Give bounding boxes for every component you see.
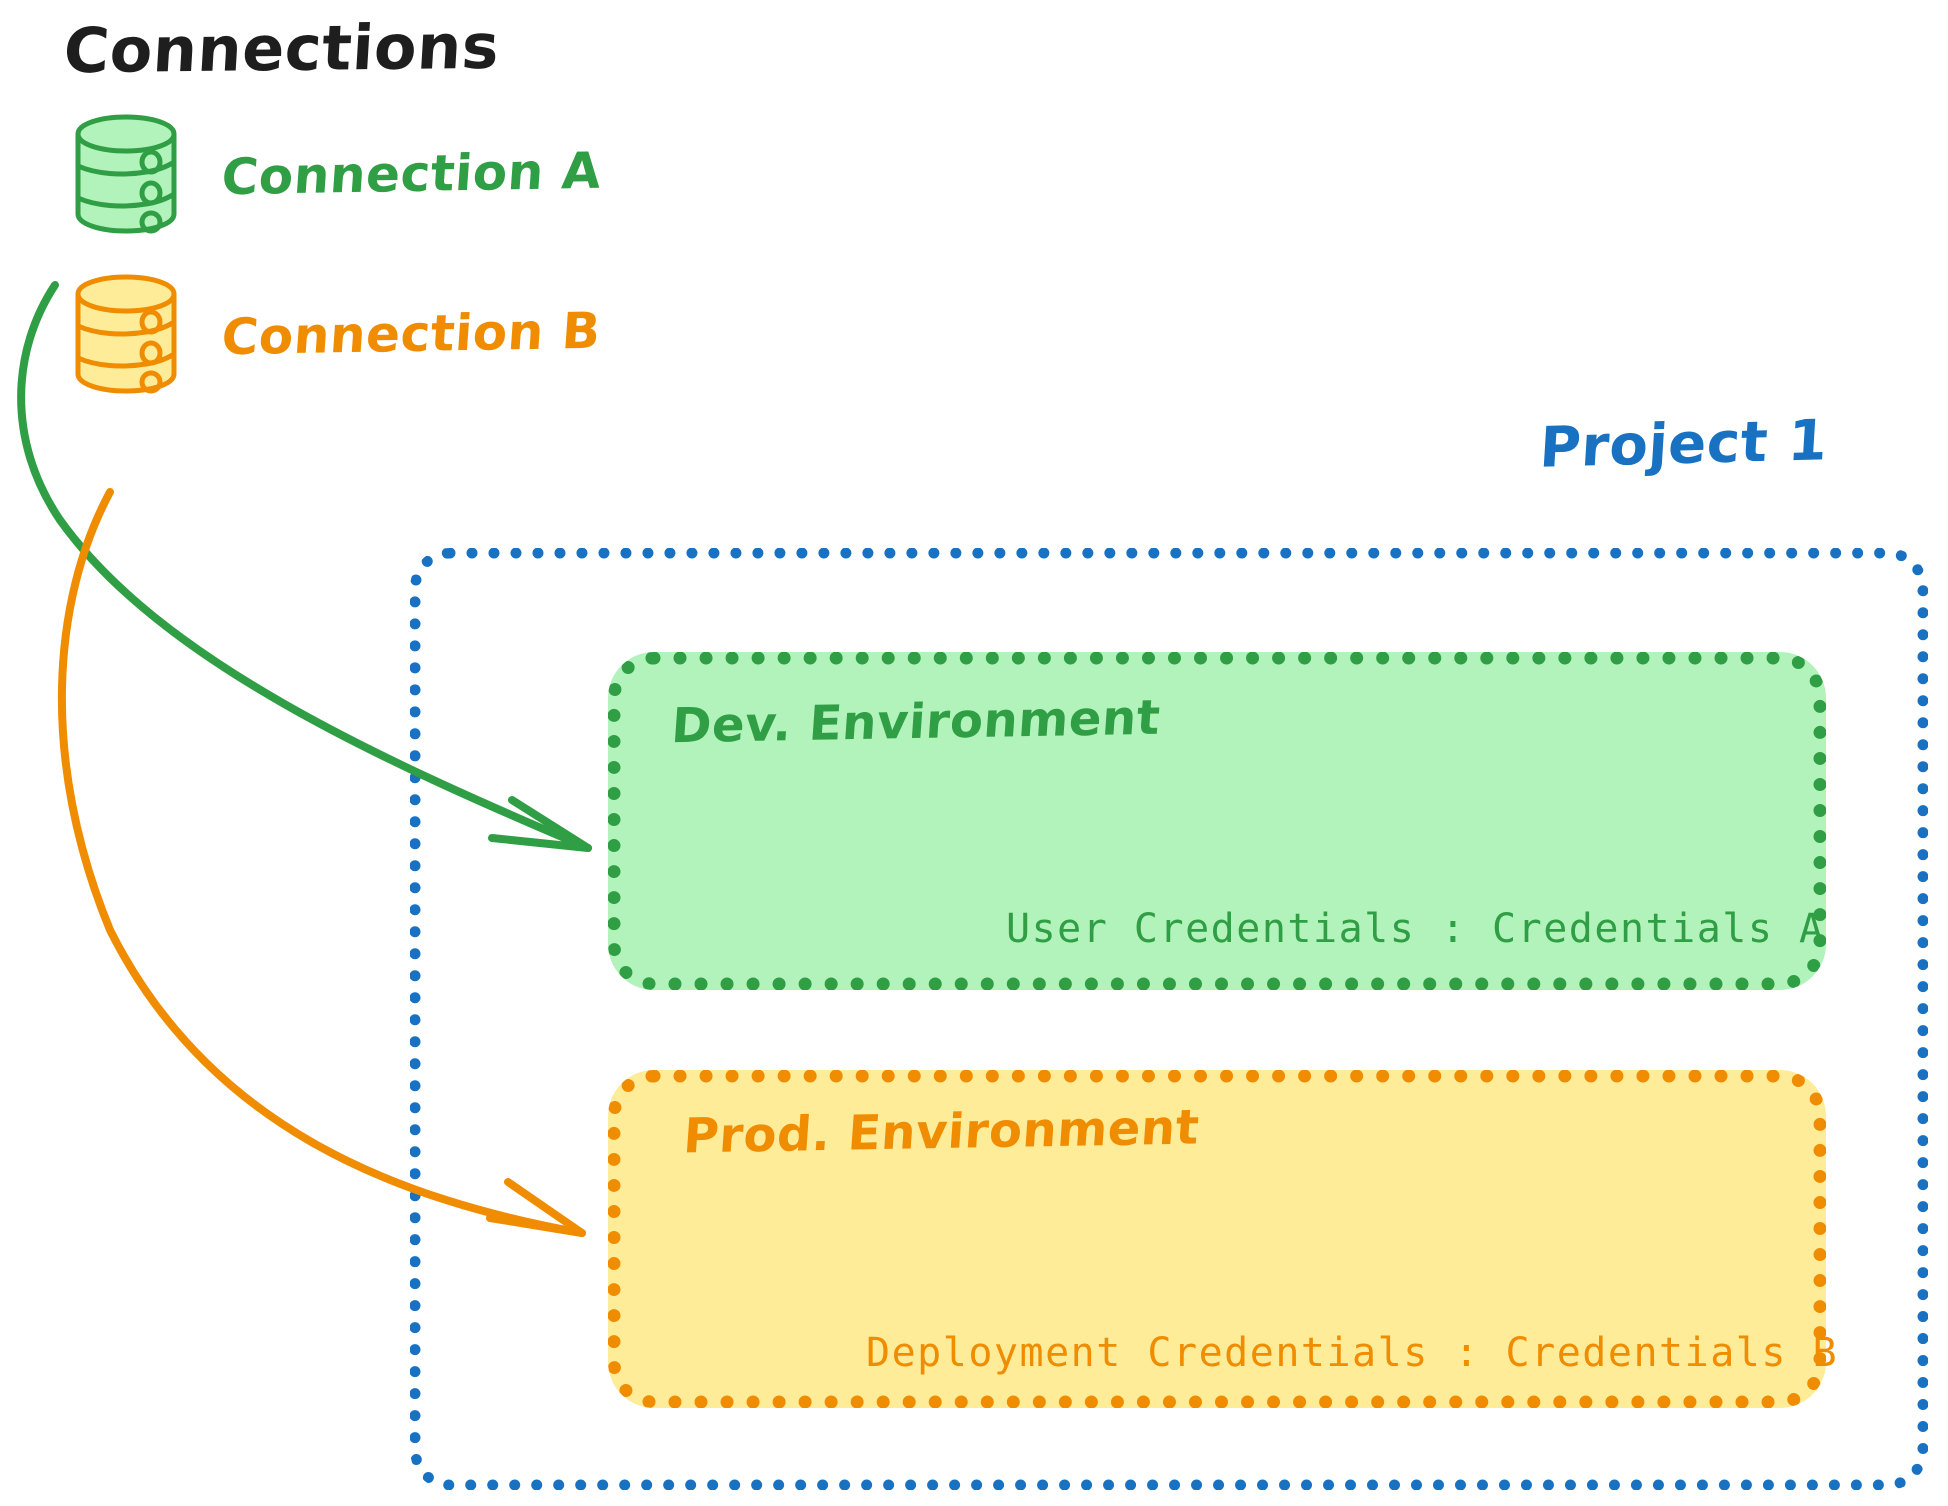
dev-environment-title: Dev. Environment	[669, 689, 1163, 755]
database-cylinder-icon-connection-a[interactable]	[72, 112, 180, 240]
arrow-connection-b-to-prod-environment	[57, 488, 586, 1237]
arrow-connection-a-to-dev-environment	[17, 281, 592, 852]
connection-b-label: Connection B	[219, 301, 603, 367]
prod-environment-title: Prod. Environment	[681, 1099, 1202, 1165]
database-cylinder-icon	[75, 114, 177, 234]
dev-environment-box	[608, 652, 1826, 990]
database-cylinder-icon	[75, 274, 177, 394]
database-cylinder-icon-connection-b[interactable]	[72, 272, 180, 400]
project-title-label: Project 1	[1537, 408, 1830, 481]
prod-environment-credentials: Deployment Credentials : Credentials B	[866, 1330, 1839, 1376]
prod-environment-box	[608, 1070, 1826, 1408]
connection-a-label: Connection A	[219, 141, 604, 207]
page-title: Connections	[61, 9, 502, 88]
project-container-box	[410, 548, 1928, 1490]
dev-environment-credentials: User Credentials : Credentials A	[1006, 906, 1825, 952]
